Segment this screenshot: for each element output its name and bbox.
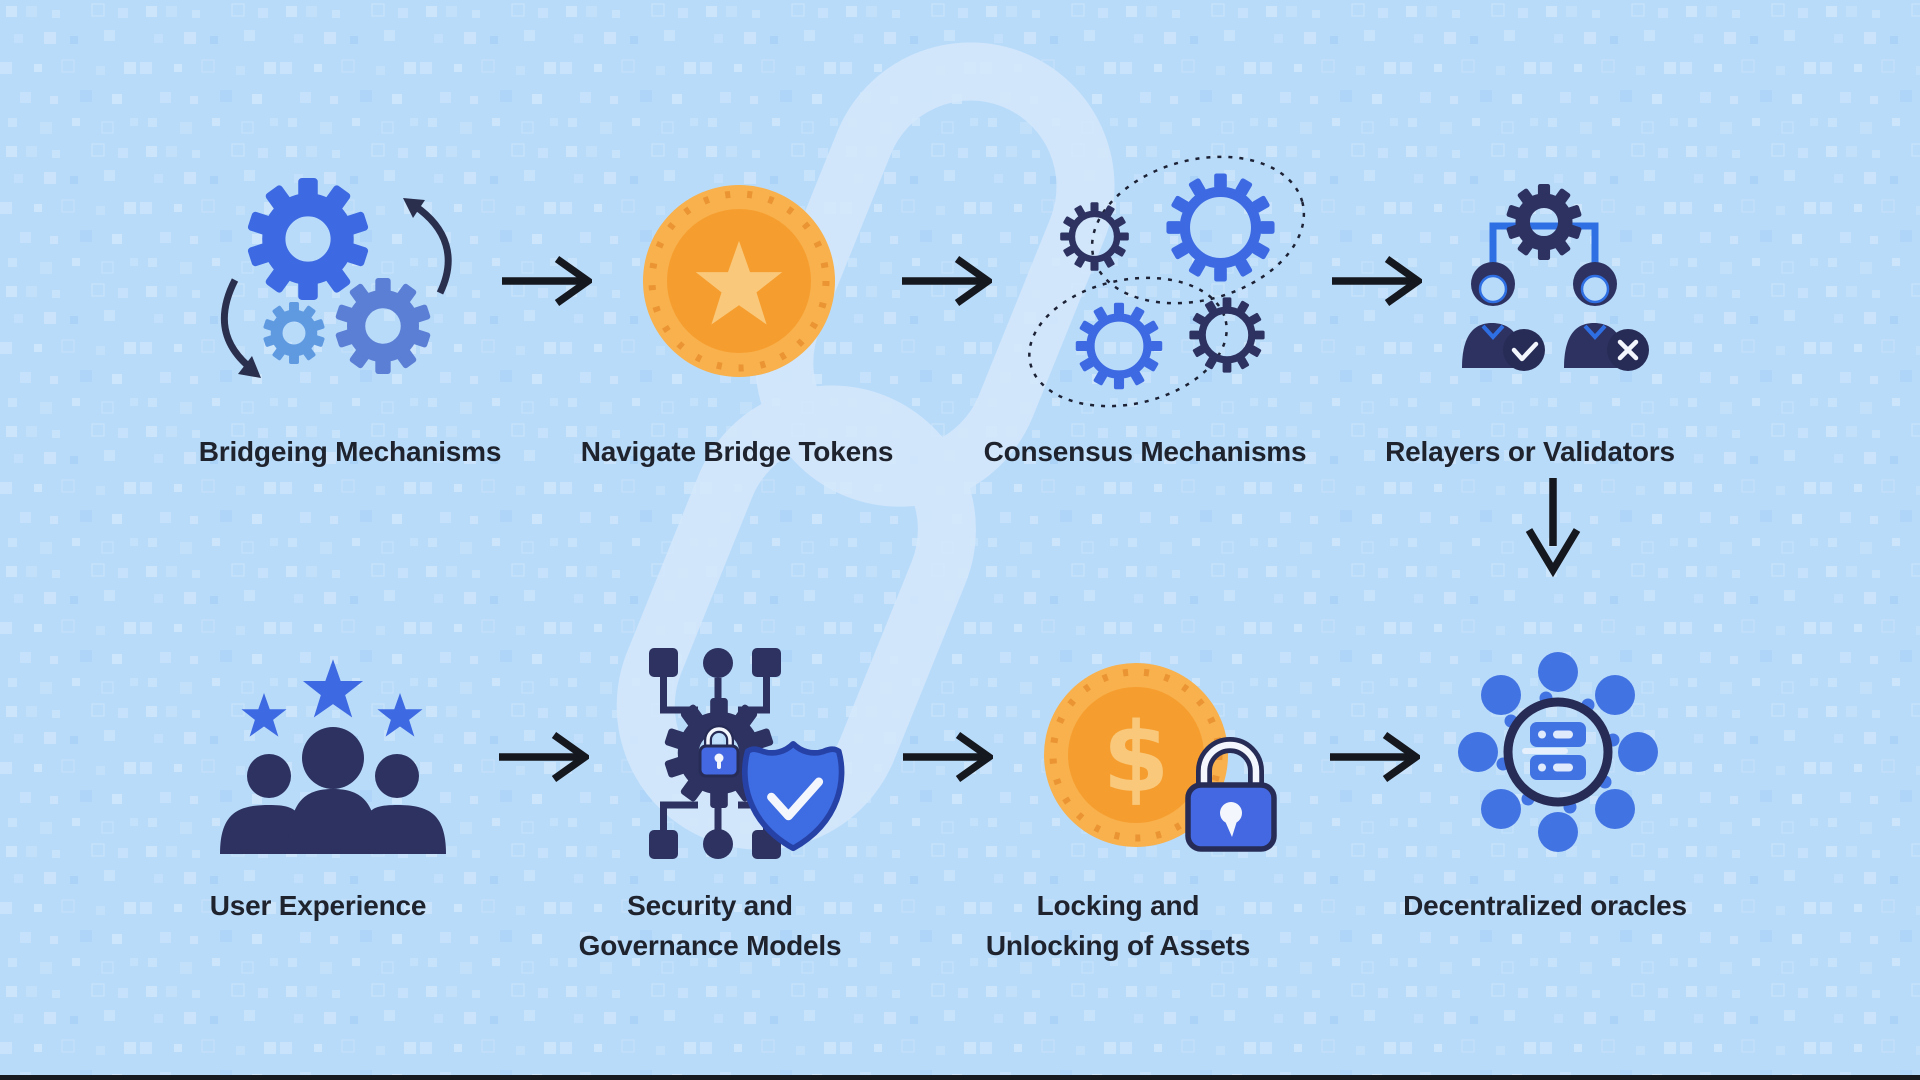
label-line-1: Locking and <box>1036 890 1200 921</box>
arrow-right-icon <box>497 731 589 783</box>
validator-approved <box>1462 262 1545 371</box>
oracle-network-icon <box>1458 652 1658 852</box>
star-icon <box>241 692 287 737</box>
arrow-down-icon <box>1523 476 1583 580</box>
people-rating-icon <box>220 659 446 854</box>
validators-icon <box>1462 172 1649 371</box>
arrow-right-icon <box>901 731 993 783</box>
step-label-bridging-mechanisms: Bridgeing Mechanisms <box>198 436 502 467</box>
validator-rejected <box>1564 262 1649 371</box>
network-nodes <box>1458 652 1658 852</box>
step-label-relayers-validators: Relayers or Validators <box>1385 436 1675 467</box>
cycle-gears-icon <box>220 130 452 378</box>
step-label-user-experience: User Experience <box>209 890 427 921</box>
step-label-locking-unlocking: Locking and Unlocking of Assets <box>893 886 1343 966</box>
step-label-decentralized-oracles: Decentralized oracles <box>1403 890 1687 921</box>
label-line-1: Security and <box>627 890 793 921</box>
asset-lock-icon: $ <box>1044 663 1277 852</box>
security-governance-icon <box>649 648 845 859</box>
step-label-navigate-bridge-tokens: Navigate Bridge Tokens <box>580 436 894 467</box>
dollar-sign: $ <box>1103 702 1170 814</box>
bottom-edge <box>0 1075 1920 1080</box>
arrow-right-icon <box>500 255 592 307</box>
star-coin-icon <box>643 185 835 377</box>
padlock-icon <box>698 725 740 778</box>
arrow-right-icon <box>900 255 992 307</box>
shield-check-icon <box>741 740 845 852</box>
star-icon <box>302 659 364 718</box>
arrow-right-icon <box>1330 255 1422 307</box>
server-icon <box>1522 722 1586 780</box>
star-icon <box>377 692 423 737</box>
padlock-icon <box>1185 737 1277 852</box>
label-line-2: Governance Models <box>578 930 842 961</box>
step-label-security-governance: Security and Governance Models <box>485 886 935 966</box>
linked-gears-icon <box>1028 155 1306 408</box>
cross-icon <box>1617 339 1639 361</box>
check-icon <box>1511 341 1539 362</box>
label-line-2: Unlocking of Assets <box>985 930 1251 961</box>
step-label-consensus-mechanisms: Consensus Mechanisms <box>983 436 1307 467</box>
arrow-right-icon <box>1328 731 1420 783</box>
